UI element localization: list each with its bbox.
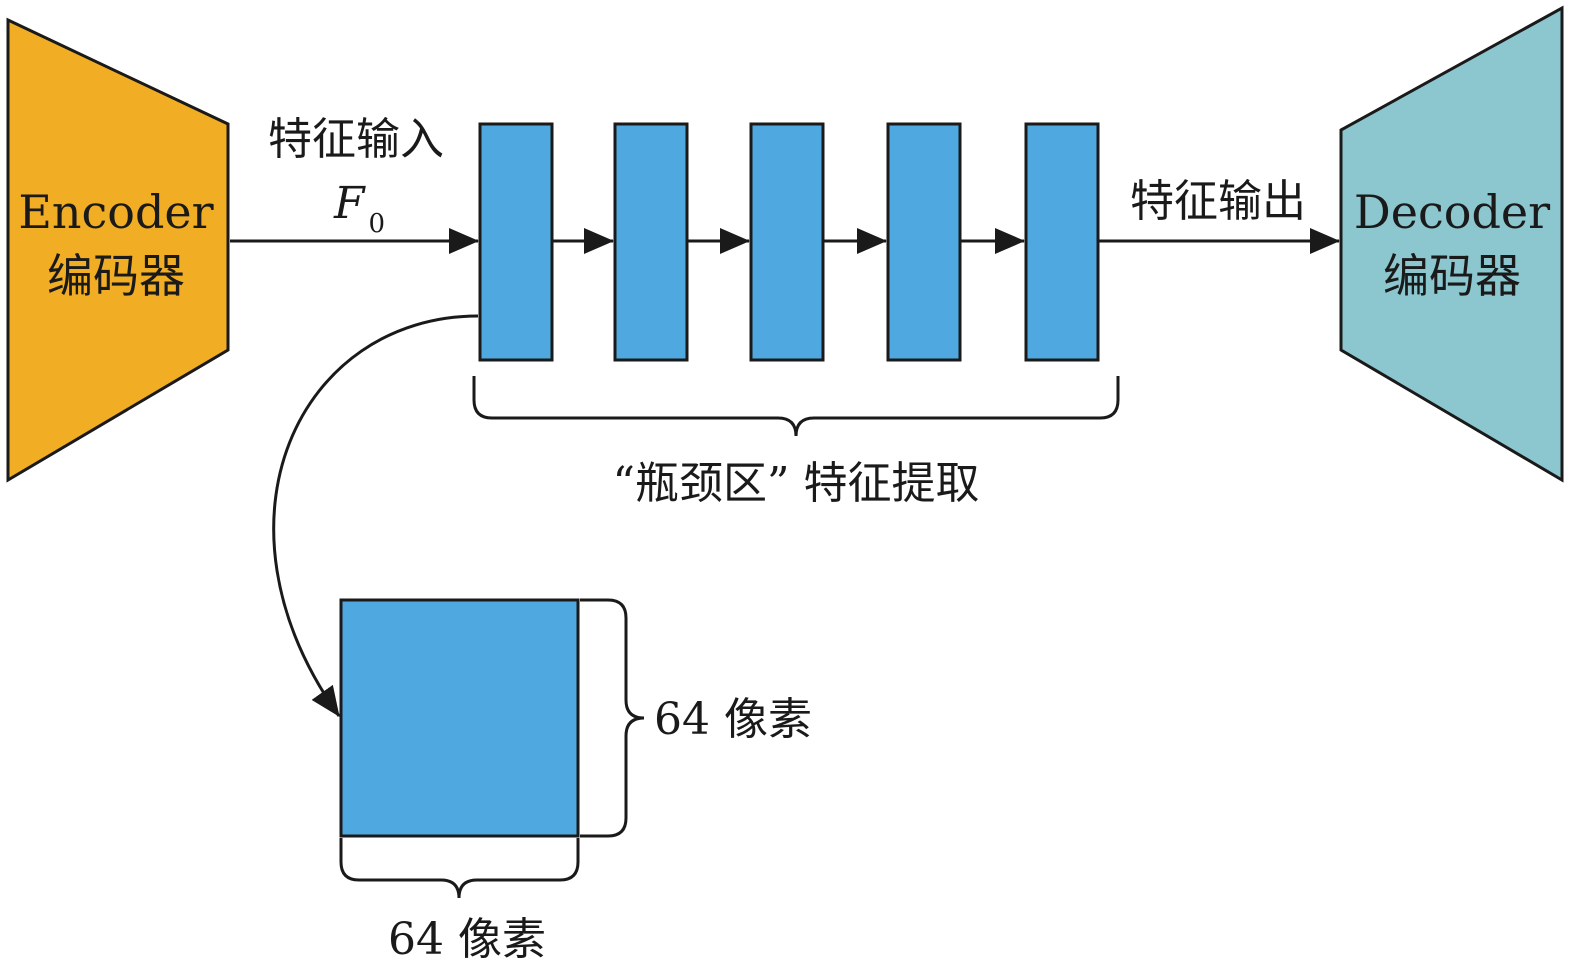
width-label: 64 像素 xyxy=(388,914,546,965)
decoder-block xyxy=(1339,5,1564,483)
bottleneck-label: “瓶颈区” 特征提取 xyxy=(613,458,980,509)
height-label: 64 像素 xyxy=(654,694,812,745)
encoder-label: Encoder xyxy=(18,185,213,239)
feature-input-symbol-sub: 0 xyxy=(369,209,386,239)
feature-input-symbol-main: F xyxy=(333,178,366,229)
height-brace xyxy=(580,598,645,838)
feature-output-label: 特征输出 xyxy=(1130,176,1306,227)
encoder-block xyxy=(6,17,230,483)
width-brace xyxy=(339,838,580,899)
bottleneck-block-2 xyxy=(613,122,689,362)
decoder-label-cn: 编码器 xyxy=(1383,249,1521,303)
bottleneck-brace xyxy=(472,376,1120,437)
bottleneck-block-1 xyxy=(478,122,554,362)
feature-input-label: 特征输入 xyxy=(268,114,444,165)
feature-map-curve-arrow xyxy=(272,314,479,717)
bottleneck-block-3 xyxy=(749,122,825,362)
decoder-label: Decoder xyxy=(1354,185,1550,239)
feature-map xyxy=(339,598,580,838)
bottleneck-block-5 xyxy=(1024,122,1100,362)
bottleneck-block-4 xyxy=(886,122,962,362)
encoder-label-cn: 编码器 xyxy=(47,249,185,303)
